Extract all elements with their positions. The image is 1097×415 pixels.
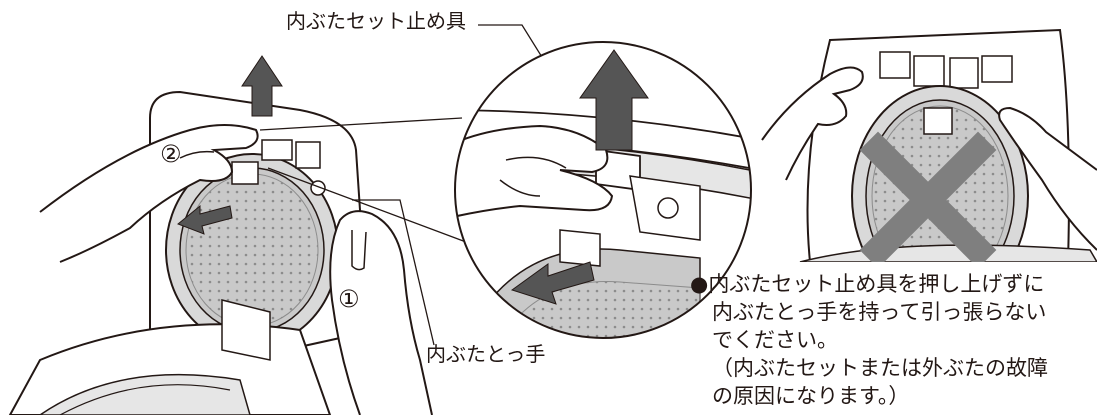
warning-line-4: （内ぶたセットまたは外ぶたの故障 xyxy=(712,356,1048,380)
left-rice-cooker xyxy=(8,55,433,415)
pull-arrow-icon xyxy=(177,204,233,235)
warning-line-5: の原因になります。） xyxy=(712,384,910,408)
zoom-hand xyxy=(455,124,614,221)
step-1-marker: ① xyxy=(338,285,360,313)
inner-lid-handle-label: 内ぶたとっ手 xyxy=(426,342,546,366)
lower-hand xyxy=(329,210,433,415)
set-stopper xyxy=(231,161,259,185)
warning-line-1: ●内ぶたセット止め具を押し上げずに xyxy=(690,272,1045,296)
right-wrong-example xyxy=(761,28,1097,262)
warning-line-3: でください。 xyxy=(712,328,838,352)
pull-arrow-icon xyxy=(510,261,595,305)
step-2-marker: ② xyxy=(160,140,182,168)
up-arrow-icon xyxy=(241,55,283,117)
zoom-detail xyxy=(454,41,752,339)
up-arrow-icon xyxy=(579,49,649,151)
bullet-icon: ● xyxy=(690,272,709,296)
warning-note: ●内ぶたセット止め具を押し上げずに 内ぶたとっ手を持って引っ張らない でください… xyxy=(690,270,1094,410)
wrong-left-hand xyxy=(761,66,864,181)
warning-line-2: 内ぶたとっ手を持って引っ張らない xyxy=(712,300,1047,324)
x-mark-icon xyxy=(859,131,997,262)
wrong-right-hand xyxy=(998,106,1097,251)
upper-hand xyxy=(39,124,259,263)
set-stopper-label: 内ぶたセット止め具 xyxy=(286,9,466,33)
